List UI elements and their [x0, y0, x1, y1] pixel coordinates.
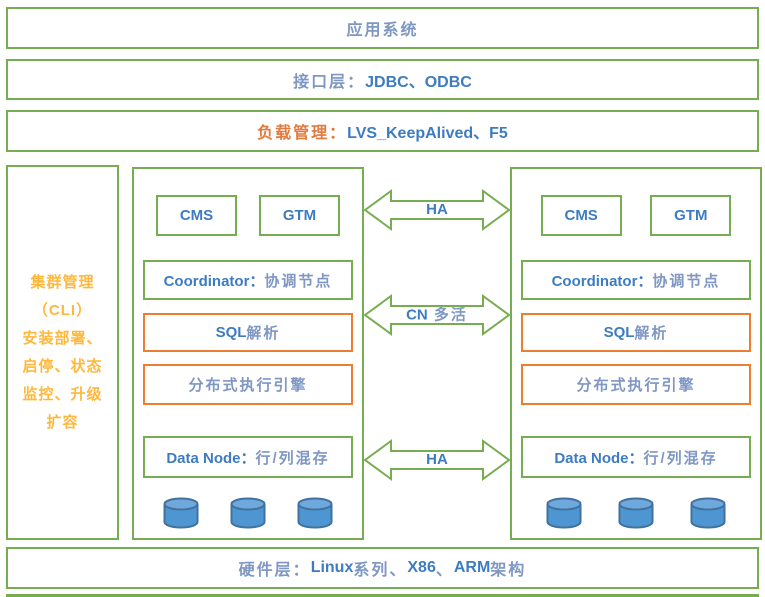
distributed-engine-box: 分布式执行引擎: [521, 364, 751, 405]
arrow-label: CN 多活: [406, 306, 468, 324]
storage-row: [512, 496, 760, 530]
coordinator-label-zh: 协调节点: [652, 272, 721, 290]
hardware-label: 硬件层：: [238, 562, 311, 579]
gtm-box: GTM: [259, 195, 340, 236]
cms-gtm-row: CMS GTM: [134, 195, 362, 236]
arrow-label: HA: [426, 450, 448, 468]
database-cylinder-icon: [618, 497, 654, 529]
data-node-box: Data Node： 行/列混存: [143, 436, 353, 478]
coordinator-label-en: Coordinator：: [551, 272, 653, 290]
load-management-label: 负载管理：: [257, 125, 348, 142]
double-arrow-icon: [363, 294, 511, 336]
bottom-divider: [6, 594, 759, 597]
coordinator-box: Coordinator： 协调节点: [521, 260, 751, 300]
cms-box: CMS: [156, 195, 237, 236]
sidebar-line: 扩容: [46, 413, 79, 431]
load-management-value: LVS_KeepAlived、F5: [347, 125, 508, 142]
sidebar-line: 启停、状态: [22, 357, 103, 375]
sql-label-zh: 解析: [634, 325, 669, 342]
interface-layer-value: JDBC、ODBC: [365, 73, 472, 91]
app-system-layer: 应用系统: [6, 7, 759, 49]
engine-label: 分布式执行引擎: [576, 377, 696, 394]
datanode-label-zh: 行/列混存: [255, 449, 330, 467]
sidebar-line: 安装部署、: [22, 329, 103, 347]
ha-arrow-bottom: HA: [363, 438, 511, 482]
database-cylinder-icon: [690, 497, 726, 529]
coordinator-box: Coordinator： 协调节点: [143, 260, 353, 300]
sql-parser-box: SQL 解析: [521, 313, 751, 352]
app-system-label: 应用系统: [346, 22, 419, 39]
sidebar-line: 集群管理: [30, 273, 95, 291]
gtm-box: GTM: [650, 195, 732, 236]
hardware-layer: 硬件层： Linux 系列、 X86 、 ARM 架构: [6, 547, 759, 589]
database-cylinder-icon: [546, 497, 582, 529]
gtm-label: GTM: [674, 207, 708, 224]
cluster-node-right: CMS GTM Coordinator： 协调节点 SQL 解析 分布式执行引擎…: [510, 167, 762, 540]
cms-label: CMS: [564, 207, 598, 224]
database-cylinder-icon: [297, 497, 333, 529]
cms-gtm-row: CMS GTM: [512, 195, 760, 236]
cms-box: CMS: [540, 195, 622, 236]
coordinator-label-zh: 协调节点: [264, 272, 333, 290]
database-cylinder-icon: [230, 497, 266, 529]
engine-label: 分布式执行引擎: [188, 377, 308, 394]
datanode-label-en: Data Node：: [166, 449, 256, 467]
datanode-label-en: Data Node：: [554, 449, 644, 467]
cms-label: CMS: [179, 207, 214, 224]
cluster-management-panel: 集群管理 （CLI） 安装部署、 启停、状态 监控、升级 扩容: [6, 165, 119, 540]
ha-arrow-top: HA: [363, 188, 511, 232]
gtm-label: GTM: [282, 207, 317, 224]
sidebar-line: 监控、升级: [22, 385, 103, 403]
arrow-label: HA: [426, 200, 448, 218]
load-management-layer: 负载管理： LVS_KeepAlived、F5: [6, 110, 759, 152]
distributed-engine-box: 分布式执行引擎: [143, 364, 353, 405]
cluster-node-left: CMS GTM Coordinator： 协调节点 SQL 解析 分布式执行引擎…: [132, 167, 364, 540]
data-node-box: Data Node： 行/列混存: [521, 436, 751, 478]
coordinator-label-en: Coordinator：: [163, 272, 265, 290]
cn-multi-active-arrow: CN 多活: [363, 293, 511, 337]
sql-parser-box: SQL 解析: [143, 313, 353, 352]
sql-label-zh: 解析: [246, 325, 281, 342]
sidebar-line: （CLI）: [32, 301, 93, 319]
datanode-label-zh: 行/列混存: [643, 449, 718, 467]
interface-layer-label: 接口层：: [293, 73, 366, 91]
sql-label-en: SQL: [215, 324, 247, 341]
double-arrow-icon: [363, 189, 511, 231]
sql-label-en: SQL: [603, 324, 635, 341]
storage-row: [134, 496, 362, 530]
double-arrow-icon: [363, 439, 511, 481]
database-cylinder-icon: [163, 497, 199, 529]
interface-layer: 接口层： JDBC、ODBC: [6, 59, 759, 100]
